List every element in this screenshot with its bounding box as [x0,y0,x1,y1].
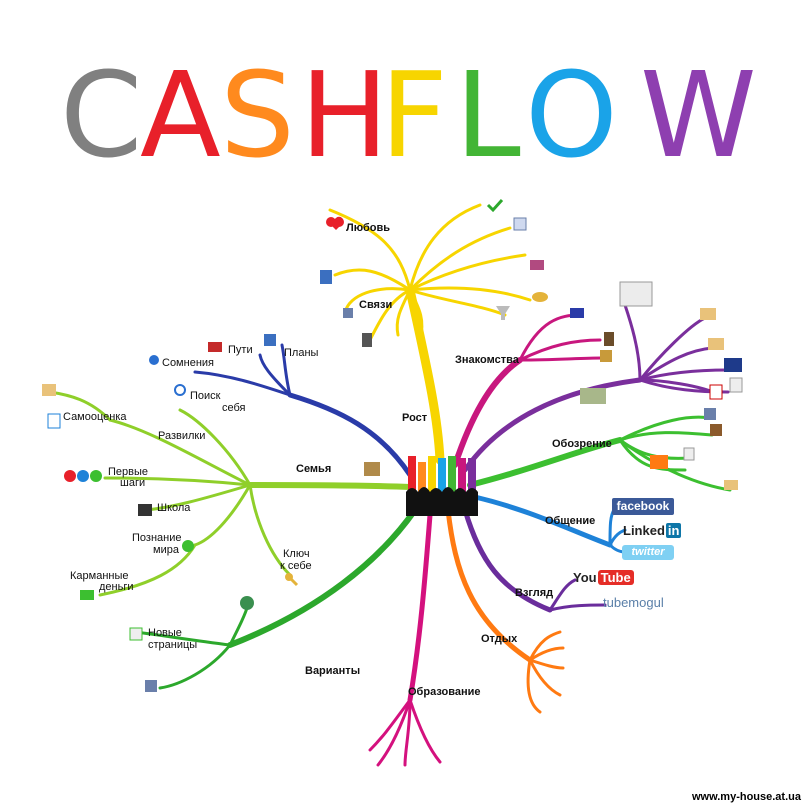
branch-obshchenie [472,494,613,548]
title-letter: W [640,46,757,184]
central-hub [406,456,478,516]
branch-purple [462,377,643,473]
node-novye: Новые [148,627,182,639]
node-stranitsy: страницы [148,639,198,651]
node-k-sebe: к себе [280,560,312,572]
branch-vzglyad [462,507,553,613]
branch-puti [287,392,413,478]
node-pervye: Первые [108,466,149,478]
node-obrazovanie: Образование [408,686,481,698]
node-razvilki: Развилки [158,430,206,442]
title-letter: S [220,46,295,184]
node-puti: Пути [228,344,253,356]
title-letter: O [525,46,618,184]
node-otdykh: Отдых [481,633,518,645]
node-sebya: себя [222,402,246,414]
branch-otdykh [445,507,533,663]
branch-rost [405,285,445,465]
node-obozrenie: Обозрение [552,438,612,450]
twitter-logo: twitter [622,545,674,560]
title-letter: A [140,46,221,184]
node-klyuch: Ключ [283,548,310,560]
node-svyazi: Связи [359,299,393,311]
node-sommeniya: Сомнения [162,357,214,369]
title-letter: H [300,46,389,184]
node-karmannye: Карманные [70,570,129,582]
node-znakomstva: Знакомства [455,354,519,366]
footer-url: www.my-house.at.ua [691,791,801,803]
branch-obozrenie [467,437,623,488]
node-vzglyad: Взгляд [515,587,554,599]
node-poisk: Поиск [190,390,221,402]
node-shagi: шаги [120,477,146,489]
node-dengi: деньги [99,581,134,593]
node-shkola: Школа [157,502,191,514]
branch-obrazovanie [407,512,433,703]
title-letter: C [60,46,143,184]
node-rost: Рост [402,412,428,424]
node-obshchenie: Общение [545,515,596,527]
branch-varianty [227,507,418,648]
node-plany: Планы [284,347,319,359]
node-poznanie: Познание [132,532,182,544]
branch-znakomstva [452,357,523,468]
tubemogul-logo: tubemogul [603,595,664,610]
title-letter: L [455,46,521,184]
facebook-logo: facebook [612,498,674,515]
branch-semya [247,482,413,490]
node-lubov: Любовь [346,222,391,234]
node-mira: мира [153,544,179,556]
node-varianty: Варианты [305,665,361,677]
title-letter: F [380,46,448,184]
node-samootsenka: Самооценка [63,411,127,423]
node-semya: Семья [296,463,332,475]
